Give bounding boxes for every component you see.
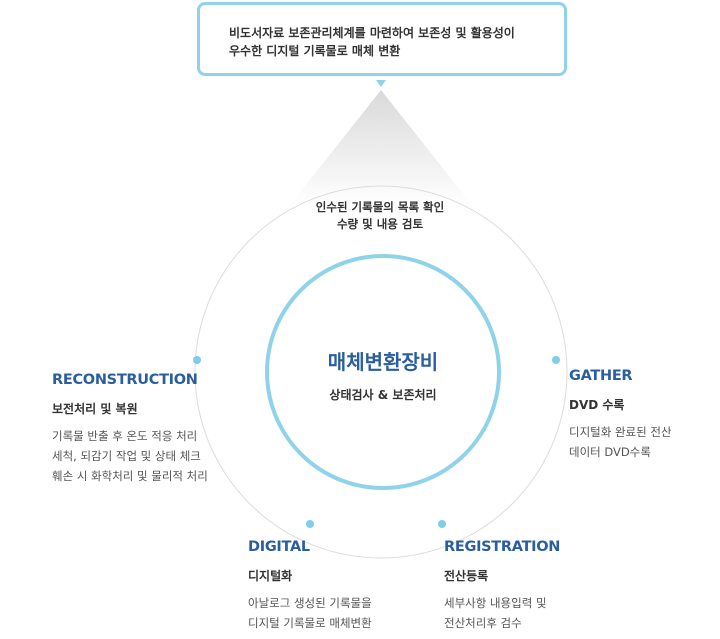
summary-pointer bbox=[376, 80, 386, 87]
registration-desc-line-2: 전산처리후 검수 bbox=[444, 616, 522, 630]
node-dot-gather bbox=[552, 356, 560, 364]
funnel-triangle bbox=[290, 90, 472, 205]
gather-desc: 디지털화 완료된 전산 데이터 DVD수록 bbox=[569, 422, 672, 462]
step-line-2: 수량 및 내용 검토 bbox=[336, 217, 424, 231]
registration-desc: 세부사항 내용입력 및 전산처리후 검수 bbox=[444, 593, 547, 633]
digital-desc-line-2: 디지털 기록물로 매체변환 bbox=[248, 616, 372, 630]
digital-title-en: DIGITAL bbox=[248, 539, 310, 555]
reconstruction-desc-line-2: 세척, 되감기 작업 및 상태 체크 bbox=[52, 449, 201, 463]
gather-title-en: GATHER bbox=[569, 368, 633, 384]
registration-title-ko: 전산등록 bbox=[444, 569, 489, 583]
summary-line-2: 우수한 디지털 기록물로 매체 변환 bbox=[229, 44, 401, 58]
registration-title-en: REGISTRATION bbox=[444, 539, 561, 555]
node-dot-digital bbox=[306, 520, 314, 528]
reconstruction-desc-line-3: 훼손 시 화학처리 및 물리적 처리 bbox=[52, 469, 208, 483]
node-dot-registration bbox=[438, 520, 446, 528]
center-circle bbox=[265, 254, 501, 490]
summary-box: 비도서자료 보존관리체계를 마련하여 보존성 및 활용성이 우수한 디지털 기록… bbox=[197, 2, 567, 76]
center-subtitle: 상태검사 & 보존처리 bbox=[329, 388, 437, 402]
node-dot-reconstruction bbox=[193, 356, 201, 364]
summary-line-1: 비도서자료 보존관리체계를 마련하여 보존성 및 활용성이 bbox=[229, 26, 515, 40]
reconstruction-desc-line-1: 기록물 반출 후 온도 적응 처리 bbox=[52, 429, 198, 443]
digital-desc: 아날로그 생성된 기록물을 디지털 기록물로 매체변환 bbox=[248, 593, 372, 633]
digital-desc-line-1: 아날로그 생성된 기록물을 bbox=[248, 596, 372, 610]
reconstruction-desc: 기록물 반출 후 온도 적응 처리 세척, 되감기 작업 및 상태 체크 훼손 … bbox=[52, 426, 208, 486]
gather-title-ko: DVD 수록 bbox=[569, 398, 625, 412]
gather-desc-line-1: 디지털화 완료된 전산 bbox=[569, 425, 672, 439]
step-line-1: 인수된 기록물의 목록 확인 bbox=[315, 200, 445, 214]
digital-title-ko: 디지털화 bbox=[248, 569, 293, 583]
center-title: 매체변환장비 bbox=[327, 350, 439, 374]
reconstruction-title-ko: 보전처리 및 복원 bbox=[52, 402, 138, 416]
gather-desc-line-2: 데이터 DVD수록 bbox=[569, 445, 651, 459]
reconstruction-title-en: RECONSTRUCTION bbox=[52, 372, 198, 388]
registration-desc-line-1: 세부사항 내용입력 및 bbox=[444, 596, 547, 610]
